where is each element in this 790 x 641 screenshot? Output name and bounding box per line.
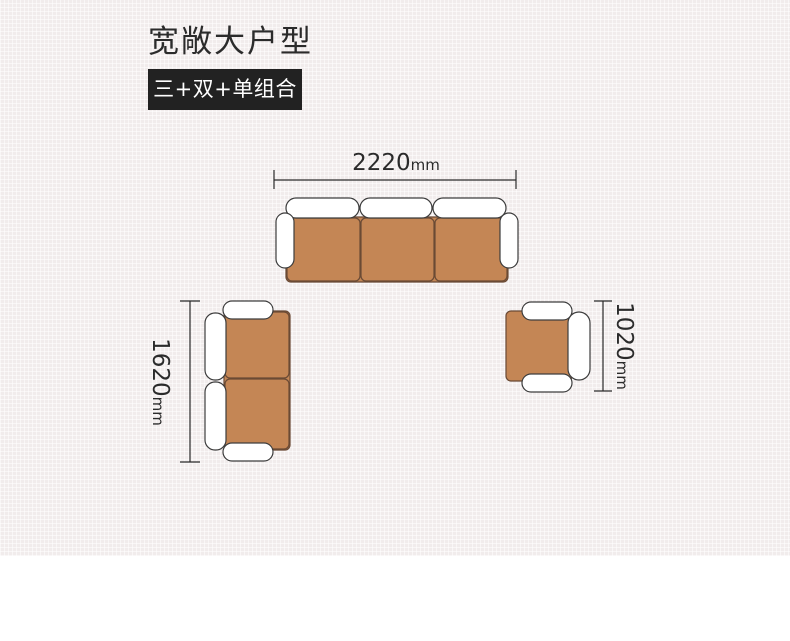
- seat-cushion: [360, 217, 435, 282]
- back-cushion: [359, 197, 433, 219]
- seat-cushion: [224, 378, 290, 450]
- seat-cushion: [505, 310, 573, 382]
- back-cushion: [204, 381, 227, 451]
- armrest: [521, 301, 573, 321]
- dimension-unit: mm: [411, 156, 440, 174]
- armrest: [222, 300, 274, 320]
- armrest: [499, 212, 519, 269]
- page-title: 宽敞大户型: [148, 24, 313, 60]
- back-cushion: [285, 197, 360, 219]
- subtitle-badge: 三+双+单组合: [148, 69, 302, 110]
- seat-cushion: [224, 311, 290, 379]
- dimension-value: 1620: [147, 338, 173, 397]
- single-seater-sofa: [505, 301, 591, 393]
- three-seater-dimension: 2220mm: [273, 150, 517, 189]
- back-cushion: [567, 311, 591, 381]
- single-seater-dimension-label: 1020mm: [611, 302, 637, 390]
- seat-cushion: [434, 217, 508, 282]
- dimension-value: 2220: [352, 150, 411, 176]
- back-cushion: [204, 312, 227, 381]
- single-seater-dimension: 1020mm: [594, 300, 637, 392]
- two-seater-sofa: [204, 300, 291, 462]
- two-seater-dimension: 1620mm: [147, 300, 200, 463]
- seat-cushion: [286, 217, 361, 282]
- dimension-unit: mm: [149, 397, 167, 426]
- armrest: [521, 373, 573, 393]
- dimension-unit: mm: [613, 361, 631, 390]
- back-cushion: [432, 197, 507, 219]
- three-seater-dimension-label: 2220mm: [352, 150, 440, 176]
- armrest: [222, 442, 274, 462]
- two-seater-dimension-label: 1620mm: [147, 338, 173, 426]
- three-seater-sofa: [275, 197, 519, 283]
- armrest: [275, 212, 295, 269]
- dimension-value: 1020: [611, 302, 637, 361]
